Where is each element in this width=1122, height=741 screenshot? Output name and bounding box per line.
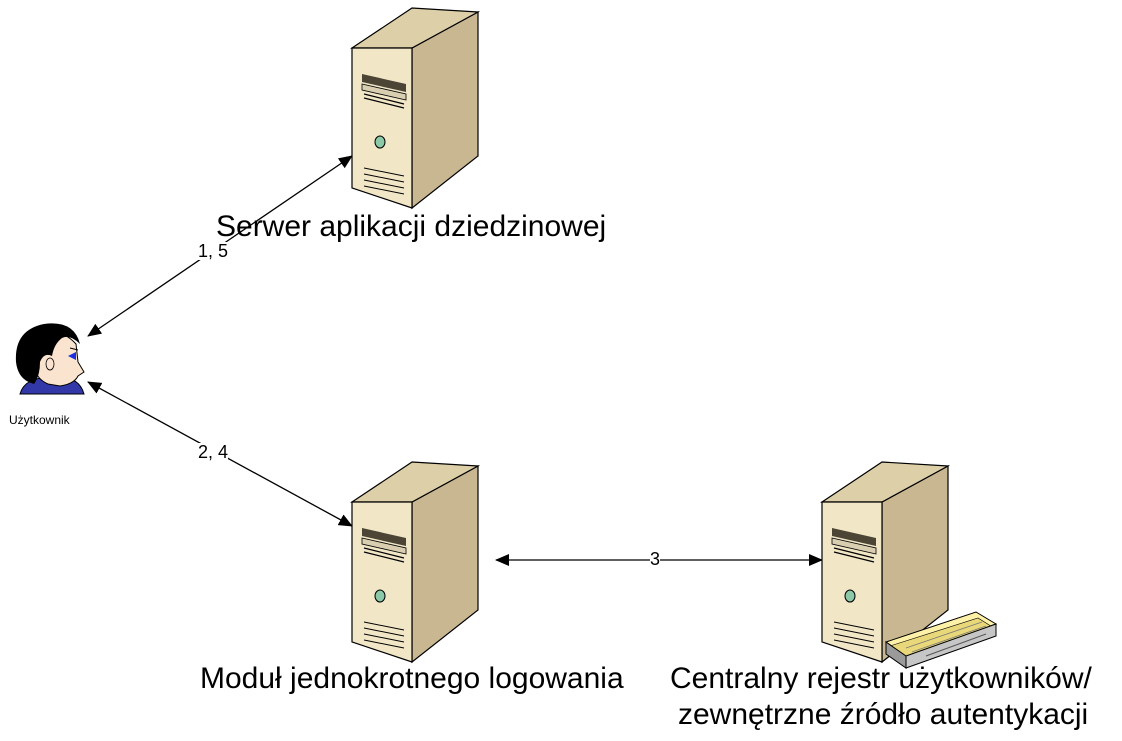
sso-module-label: Moduł jednokrotnego logowania	[200, 662, 624, 695]
edge-label-sso-registry: 3	[650, 549, 661, 569]
app-server-icon	[351, 7, 479, 209]
sso-server-icon	[351, 461, 479, 663]
directory-server-icon	[821, 461, 998, 669]
user-icon	[15, 323, 85, 395]
edge-label-user-sso: 2, 4	[198, 442, 229, 462]
app-server-label: Serwer aplikacji dziedzinowej	[216, 210, 607, 243]
user-label: Użytkownik	[9, 413, 70, 427]
edge-label-user-app: 1, 5	[198, 241, 229, 261]
central-registry-label-line1: Centralny rejestr użytkowników/	[670, 662, 1092, 695]
central-registry-label-line2: zewnętrzne źródło autentykacji	[678, 698, 1089, 731]
